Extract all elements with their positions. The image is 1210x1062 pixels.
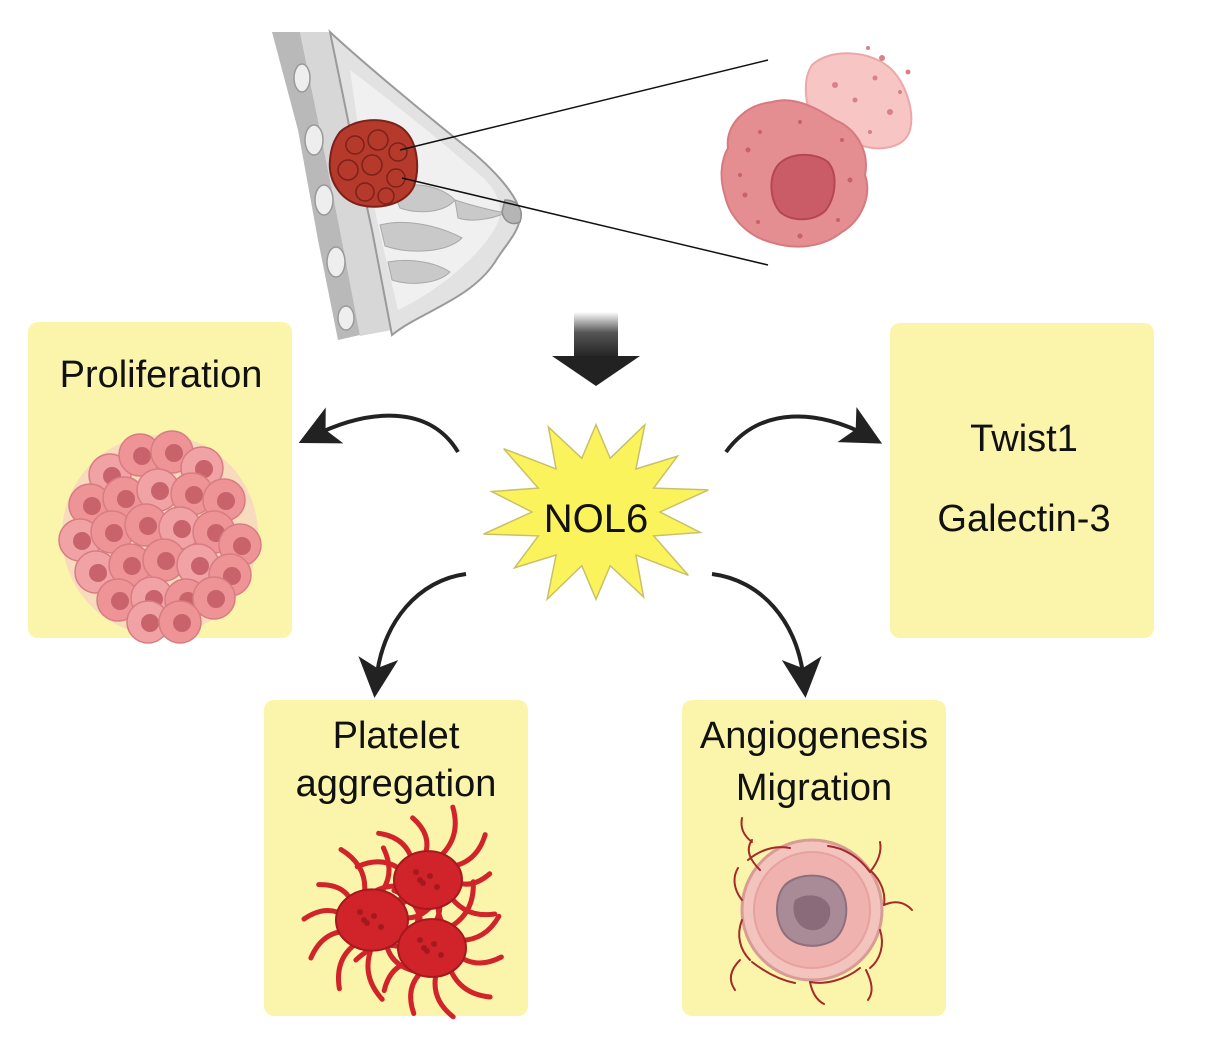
platelet-label-line2: aggregation xyxy=(296,763,497,805)
zoom-line-lower xyxy=(401,177,769,266)
zoom-line-upper xyxy=(399,59,769,151)
proliferation-label: Proliferation xyxy=(60,354,263,396)
arrow-to-angiogenesis xyxy=(711,572,822,698)
tumor-mass-icon xyxy=(328,119,419,208)
twist1-label: Twist1 xyxy=(970,418,1078,460)
galectin3-label: Galectin-3 xyxy=(937,498,1110,540)
targets-box xyxy=(890,323,1154,638)
vascularized-cell-icon xyxy=(729,817,913,1005)
arrow-to-proliferation xyxy=(298,407,460,454)
cancer-cell-icon xyxy=(720,46,913,248)
nol6-label: NOL6 xyxy=(544,497,649,541)
nol6-starburst: NOL6 xyxy=(483,422,709,602)
proliferating-cell-cluster-icon xyxy=(58,430,262,644)
arrow-to-targets xyxy=(724,406,883,454)
platelet-aggregate-icon xyxy=(301,804,504,1020)
down-arrow-icon xyxy=(552,312,640,386)
migration-label-line2: Migration xyxy=(736,767,892,809)
arrow-to-platelet xyxy=(358,572,467,698)
platelet-label-line1: Platelet xyxy=(333,715,460,757)
angiogenesis-label-line1: Angiogenesis xyxy=(700,715,928,757)
